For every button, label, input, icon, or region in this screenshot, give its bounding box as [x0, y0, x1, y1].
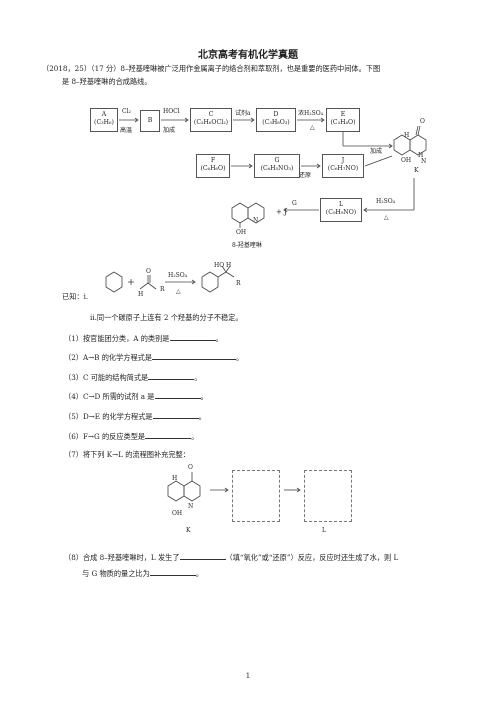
question-4: （4）C→D 所需的试剂 a 是 。 [64, 390, 208, 403]
k-label: K [414, 167, 419, 174]
question-7-text: （7）将下列 K→L 的流程图补充完整： [64, 450, 190, 459]
cond-jiacheng-2: 加成 [370, 148, 383, 155]
compound-g: G(C₆H₅NO₃) [254, 154, 300, 178]
cond-jiacheng: 加成 [163, 127, 176, 134]
cond-hocl: HOCl [163, 108, 180, 115]
compound-e: E(C₃H₄O) [326, 108, 360, 132]
product-plus-j: + J [276, 208, 287, 216]
cond-delta-1: △ [310, 124, 315, 131]
question-8-text: （8）合成 8–羟基喹啉时，L 发生了 [64, 553, 180, 562]
question-1: （1）按官能团分类，A 的类别是 。 [64, 332, 223, 345]
question-3: （3）C 可能的结构简式是 。 [64, 371, 201, 384]
known-h-label: H [138, 291, 144, 298]
question-5-text: （5）D→E 的化学方程式是 [64, 412, 153, 421]
question-3-text: （3）C 可能的结构简式是 [64, 373, 149, 382]
known-label: 已知：i. [62, 292, 89, 301]
answer-blank-8b[interactable] [149, 567, 196, 576]
answer-blank-6[interactable] [145, 430, 192, 439]
question-6: （6）F→G 的反应类型是 。 [64, 430, 198, 443]
q7-oh-label: OH [172, 510, 183, 517]
q7-l-box[interactable] [304, 470, 352, 522]
answer-blank-8a[interactable] [179, 551, 226, 560]
cond-h2so4: H₂SO₄ [376, 198, 396, 205]
k-nh-label: H [418, 152, 424, 159]
compound-j: J(C₆H₇NO) [322, 154, 364, 178]
known-r-2: R [236, 280, 241, 287]
cond-delta-2: △ [384, 214, 389, 221]
quinoline-oh-label: OH [236, 229, 247, 236]
compound-c: C(C₃H₆OCl₂) [190, 108, 232, 132]
cond-huanyuan: 还原 [299, 172, 312, 179]
k-oh-label: OH [401, 157, 412, 164]
product-g-label: G [292, 200, 297, 207]
known-o-label: O [146, 268, 151, 275]
scheme-arrows-and-structures [119, 117, 427, 228]
cond-h2so4-conc: 浓H₂SO₄ [298, 110, 324, 117]
known-delta: △ [176, 288, 181, 295]
question-1-text: （1）按官能团分类，A 的类别是 [64, 334, 170, 343]
cond-cl2: Cl₂ [122, 108, 131, 115]
page-title: 北京高考有机化学真题 [198, 50, 298, 61]
q7-k-label: K [186, 527, 191, 534]
question-2-end: 。 [236, 353, 244, 362]
question-3-end: 。 [194, 373, 202, 382]
q7-l-label: L [322, 527, 326, 534]
known-ho-h: HO H [214, 262, 232, 269]
quinoline-n-label: N [253, 217, 259, 224]
k-o-label: O [420, 118, 425, 125]
question-8-text-2: 与 G 物质的量之比为 [82, 569, 150, 578]
question-2-text: （2）A→B 的化学方程式是 [64, 353, 153, 362]
known-ii: ii.同一个碳原子上连有 2 个羟基的分子不稳定。 [90, 313, 243, 322]
k-h-label: H [404, 132, 410, 139]
answer-blank-5[interactable] [152, 410, 199, 419]
known-r-1: R [160, 286, 165, 293]
known-reagent: H₂SO₄ [168, 272, 188, 279]
q7-h-label: H [172, 475, 178, 482]
compound-a: A(C₃H₆) [90, 108, 118, 132]
compound-d: D(C₃H₈O₃) [256, 108, 296, 132]
k-n-label: N [421, 158, 427, 165]
known-reaction-structures [105, 265, 235, 293]
question-5: （5）D→E 的化学方程式是 。 [64, 410, 206, 423]
question-6-text: （6）F→G 的反应类型是 [64, 432, 146, 441]
product-name: 8-羟基喹啉 [232, 242, 262, 249]
cond-gaowen: 高温 [120, 127, 133, 134]
question-4-text: （4）C→D 所需的试剂 a 是 [64, 392, 155, 401]
question-8: （8）合成 8–羟基喹啉时，L 发生了 （填“氧化”或“还原”）反应，反应时还生成… [64, 551, 398, 564]
answer-blank-2[interactable] [152, 351, 237, 360]
question-8-mid: （填“氧化”或“还原”）反应，反应时还生成了水，则 L [225, 553, 399, 562]
answer-blank-4[interactable] [154, 390, 201, 399]
question-2: （2）A→B 的化学方程式是 。 [64, 351, 243, 364]
cond-shijia: 试剂a [235, 110, 251, 117]
compound-l: L(C₉H₉NO) [320, 198, 362, 222]
question-4-end: 。 [200, 392, 208, 401]
q7-o-label: O [188, 464, 193, 471]
question-8-line-2: 与 G 物质的量之比为 。 [82, 567, 203, 580]
question-8-end: 。 [195, 569, 204, 578]
intro-line-1: （2018，25）（17 分）8–羟基喹啉被广泛用作金属离子的络合剂和萃取剂，也… [42, 64, 381, 73]
page-number: 1 [245, 672, 251, 680]
q7-flow-diagram [167, 472, 301, 502]
compound-b: B [140, 110, 160, 132]
compound-f: F(C₆H₆O) [196, 154, 230, 178]
q7-intermediate-box[interactable] [232, 470, 280, 522]
question-5-end: 。 [198, 412, 206, 421]
answer-blank-3[interactable] [148, 371, 195, 380]
question-1-end: 。 [215, 334, 223, 343]
q7-n-label: N [188, 503, 194, 510]
question-7: （7）将下列 K→L 的流程图补充完整： [64, 449, 190, 461]
intro-line-2: 是 8–羟基喹啉的合成路线。 [62, 77, 152, 86]
question-6-end: 。 [191, 432, 199, 441]
answer-blank-1[interactable] [169, 332, 216, 341]
